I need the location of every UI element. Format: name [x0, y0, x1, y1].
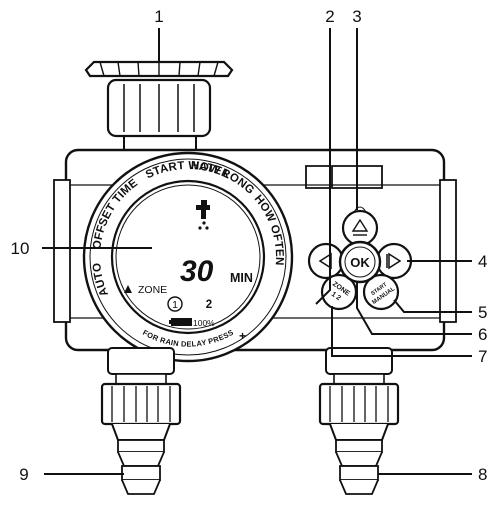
up-button[interactable]: [341, 209, 379, 247]
leader-6: [356, 282, 472, 335]
ok-button[interactable]: [338, 240, 382, 284]
outlet-left: [100, 347, 182, 495]
lcd-zone-1: 1: [172, 299, 178, 311]
lcd-duration-unit: MIN: [230, 271, 253, 285]
manual-start-button[interactable]: [362, 273, 400, 311]
zone-pointer-icon: [124, 285, 132, 293]
left-button[interactable]: [307, 242, 345, 280]
faucet-icon: [196, 200, 210, 230]
leader-7: [331, 306, 472, 357]
lcd-zone-label: ZONE: [138, 284, 167, 296]
right-arrow-icon: [386, 252, 402, 270]
ok-button-label: OK: [350, 255, 370, 270]
dial[interactable]: [82, 151, 294, 363]
leader-lines: [42, 28, 472, 475]
callout-1: 1: [154, 7, 163, 26]
lcd-battery-level: 100%: [193, 318, 215, 328]
outlet-right: [318, 347, 400, 495]
leader-2: [315, 28, 331, 305]
callout-3: 3: [352, 7, 361, 26]
leader-5: [393, 299, 472, 313]
callout-10: 10: [11, 239, 30, 258]
lcd-zone-2: 2: [206, 299, 212, 311]
callout-4: 4: [478, 252, 487, 271]
callout-6: 6: [478, 325, 487, 344]
callout-2: 2: [325, 7, 334, 26]
callout-9: 9: [19, 465, 28, 484]
callout-8: 8: [478, 465, 487, 484]
inlet-coupling-nut: [84, 60, 234, 159]
battery-icon: [169, 318, 192, 326]
right-button[interactable]: [375, 242, 413, 280]
up-arrow-icon: [351, 218, 369, 236]
zone-1-indicator: [167, 296, 183, 312]
callout-5: 5: [478, 303, 487, 322]
callout-7: 7: [478, 347, 487, 366]
lcd-duration-value: 30: [180, 255, 214, 288]
dial-label-rain-delay-plus: +: [239, 329, 246, 343]
dial-label-off: OFF: [91, 224, 108, 250]
zone-button-sublabel: 1 2: [330, 291, 342, 302]
